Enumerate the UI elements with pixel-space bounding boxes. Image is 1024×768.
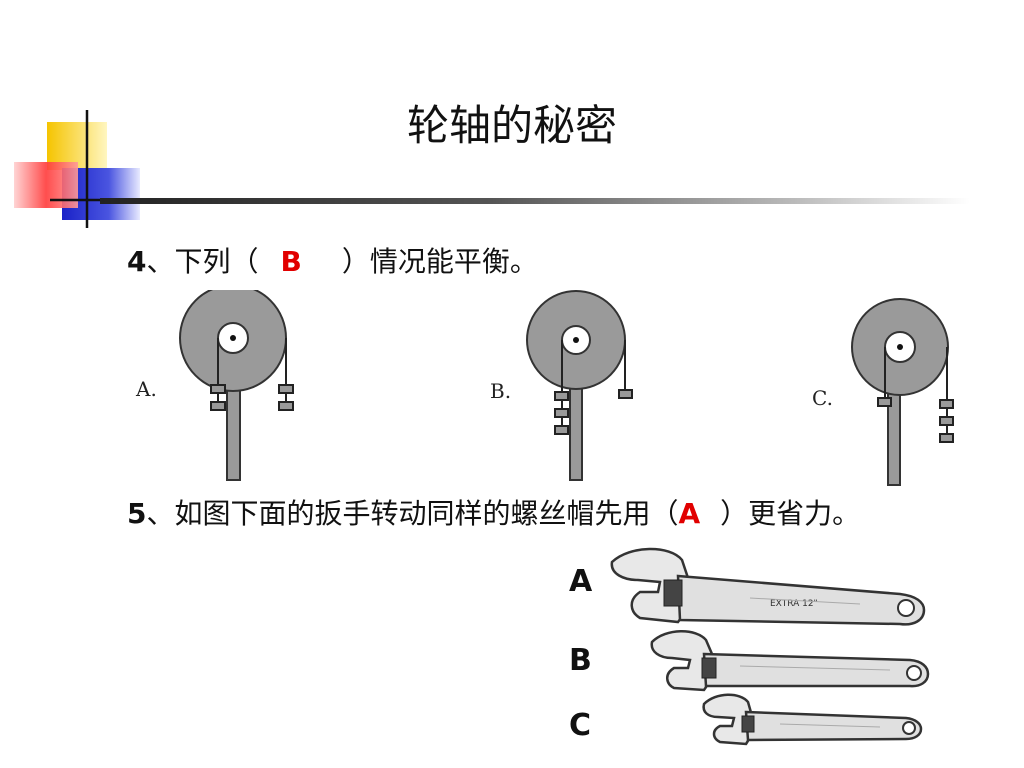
- question-4-text-after: ）情况能平衡。: [341, 245, 538, 278]
- wrench-b: [650, 630, 930, 692]
- wrenches-figure: EXTRA 12": [600, 540, 940, 760]
- question-5-text-before: 、如图下面的扳手转动同样的螺丝帽先用（: [146, 497, 679, 530]
- wrench-c: [702, 693, 923, 746]
- wrench-label-a: A: [569, 564, 593, 599]
- option-c-diagram: C.: [812, 298, 954, 486]
- option-b-label: B.: [490, 379, 511, 403]
- option-c-label: C.: [812, 386, 833, 410]
- question-4-text-before: 、下列（: [146, 245, 259, 278]
- option-a-diagram: A.: [135, 284, 294, 481]
- title-rule: [100, 198, 970, 204]
- question-4-answer: B: [280, 245, 302, 278]
- wheel-axle-figure: A. B.: [135, 284, 954, 486]
- question-4-number: 4: [127, 245, 147, 278]
- wrench-label-b: B: [569, 643, 592, 678]
- question-5-text-after: ）更省力。: [720, 497, 861, 530]
- question-5-number: 5: [127, 497, 147, 530]
- wrench-a: EXTRA 12": [610, 547, 926, 626]
- wrenches-graphic: EXTRA 12": [610, 547, 930, 746]
- wheel-axle-diagrams: A. B.: [120, 284, 980, 490]
- question-5: 5、如图下面的扳手转动同样的螺丝帽先用（A ）更省力。: [127, 492, 860, 532]
- wrench-label-c: C: [569, 708, 592, 743]
- question-4: 4、下列（ B ）情况能平衡。: [127, 240, 538, 280]
- corner-decoration: [0, 100, 140, 230]
- option-b-diagram: B.: [490, 290, 633, 481]
- slide-title: 轮轴的秘密: [406, 101, 617, 150]
- question-5-answer: A: [678, 497, 701, 530]
- option-a-label: A.: [135, 377, 157, 401]
- wrench-a-engraving: EXTRA 12": [770, 599, 818, 609]
- corner-squares-graphic: [14, 110, 140, 228]
